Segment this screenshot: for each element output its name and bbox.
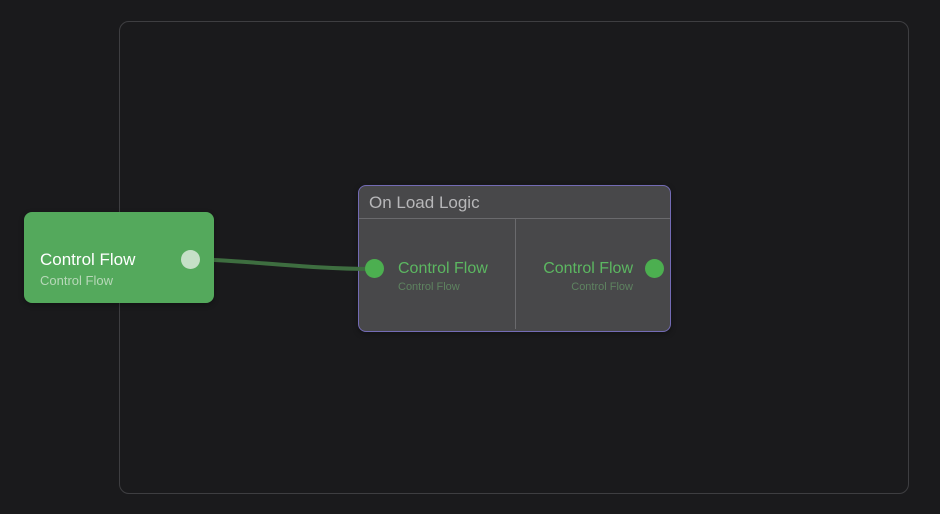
source-node-subtitle: Control Flow [40, 273, 113, 288]
source-node-title: Control Flow [40, 250, 136, 269]
group-node-title: On Load Logic [369, 193, 480, 212]
output-pin-sublabel: Control Flow [571, 281, 633, 293]
input-pin-label: Control Flow [398, 260, 488, 277]
input-port-icon[interactable] [365, 259, 384, 278]
group-output-pin-section: Control Flow Control Flow [516, 219, 670, 329]
group-input-pin-section: Control Flow Control Flow [359, 219, 516, 329]
group-node-header[interactable]: On Load Logic [359, 186, 670, 219]
group-node-body: Control Flow Control Flow Control Flow C… [359, 219, 670, 329]
output-pin-label: Control Flow [543, 260, 633, 277]
source-node-control-flow[interactable]: Control Flow Control Flow [24, 212, 214, 303]
input-pin-sublabel: Control Flow [398, 281, 460, 293]
group-node-on-load-logic[interactable]: On Load Logic Control Flow Control Flow … [358, 185, 671, 332]
output-port-icon[interactable] [645, 259, 664, 278]
source-output-port-icon[interactable] [181, 250, 200, 269]
